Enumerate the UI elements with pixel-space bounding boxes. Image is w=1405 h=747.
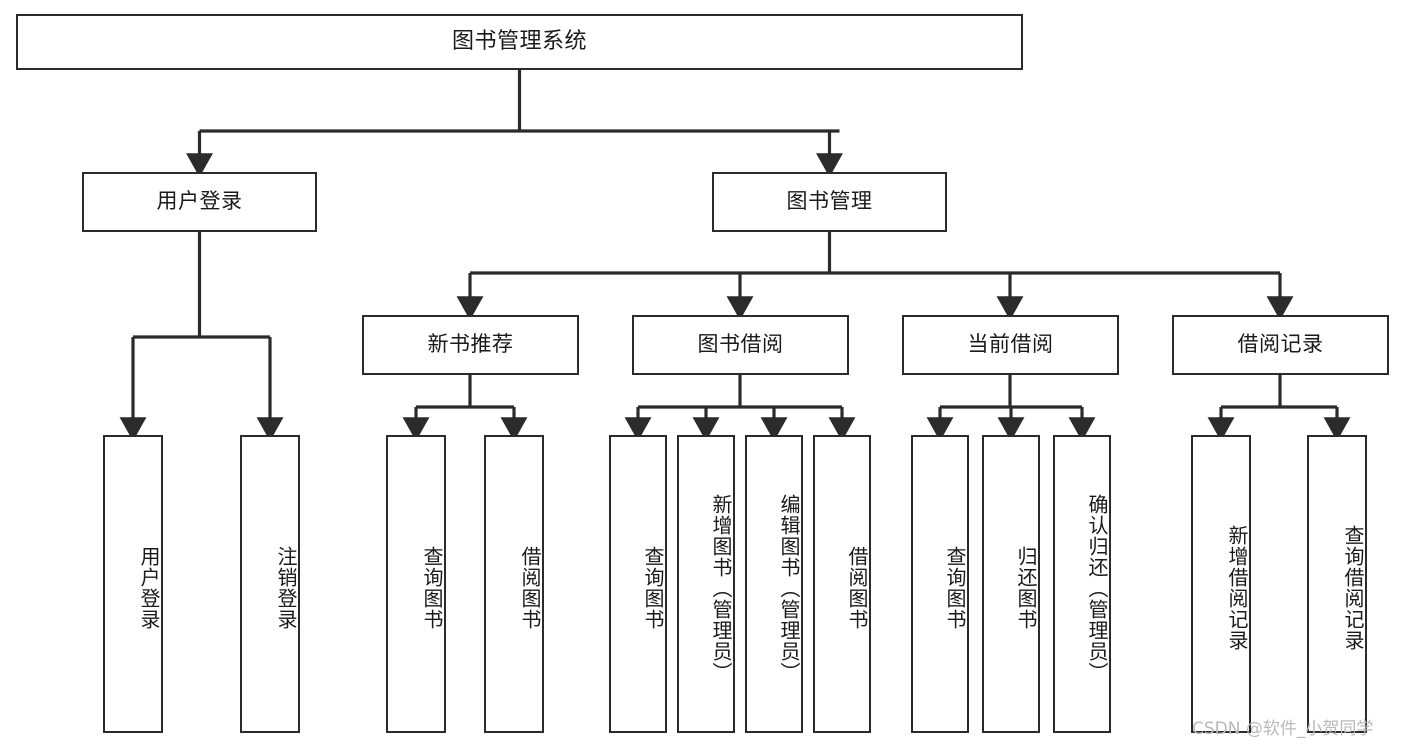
leaf-query-book-borrow-label: 查询图书 xyxy=(641,546,665,630)
node-user-login-label: 用户登录 xyxy=(156,189,243,214)
leaf-edit-book-admin-label: 编辑图书（管理员） xyxy=(777,493,801,683)
node-current-borrow[interactable]: 当前借阅 xyxy=(902,315,1119,375)
leaf-query-book-recommend-label: 查询图书 xyxy=(420,546,444,630)
node-borrow-record-label: 借阅记录 xyxy=(1237,332,1324,357)
node-book-management[interactable]: 图书管理 xyxy=(712,172,947,232)
leaf-add-borrow-record[interactable]: 新增借阅记录 xyxy=(1191,435,1251,733)
leaf-return-book-label: 归还图书 xyxy=(1014,546,1038,630)
leaf-query-book-recommend[interactable]: 查询图书 xyxy=(386,435,446,733)
leaf-user-login-label: 用户登录 xyxy=(137,546,161,630)
leaf-borrow-book[interactable]: 借阅图书 xyxy=(813,435,871,733)
leaf-borrow-book-recommend[interactable]: 借阅图书 xyxy=(484,435,544,733)
leaf-user-login[interactable]: 用户登录 xyxy=(103,435,163,733)
leaf-query-book-current[interactable]: 查询图书 xyxy=(911,435,969,733)
leaf-query-book-borrow[interactable]: 查询图书 xyxy=(609,435,667,733)
node-book-management-label: 图书管理 xyxy=(786,189,873,214)
node-current-borrow-label: 当前借阅 xyxy=(967,332,1054,357)
leaf-logout-login[interactable]: 注销登录 xyxy=(240,435,300,733)
leaf-return-book[interactable]: 归还图书 xyxy=(982,435,1040,733)
node-new-book-recommend[interactable]: 新书推荐 xyxy=(362,315,579,375)
leaf-logout-login-label: 注销登录 xyxy=(274,546,298,630)
node-borrow-record[interactable]: 借阅记录 xyxy=(1172,315,1389,375)
node-book-borrow[interactable]: 图书借阅 xyxy=(632,315,849,375)
leaf-add-book-admin[interactable]: 新增图书（管理员） xyxy=(677,435,735,733)
node-book-borrow-label: 图书借阅 xyxy=(697,332,784,357)
leaf-borrow-book-label: 借阅图书 xyxy=(845,546,869,630)
leaf-add-borrow-record-label: 新增借阅记录 xyxy=(1225,525,1249,651)
node-root[interactable]: 图书管理系统 xyxy=(16,14,1023,70)
node-new-book-recommend-label: 新书推荐 xyxy=(427,332,514,357)
watermark: CSDN @软件_小贺同学 xyxy=(1192,719,1374,739)
leaf-query-book-current-label: 查询图书 xyxy=(943,546,967,630)
node-root-label: 图书管理系统 xyxy=(451,28,587,54)
leaf-borrow-book-recommend-label: 借阅图书 xyxy=(518,546,542,630)
leaf-query-borrow-record-label: 查询借阅记录 xyxy=(1341,525,1365,651)
leaf-query-borrow-record[interactable]: 查询借阅记录 xyxy=(1307,435,1367,733)
leaf-add-book-admin-label: 新增图书（管理员） xyxy=(709,493,733,683)
node-user-login[interactable]: 用户登录 xyxy=(82,172,317,232)
leaf-confirm-return-admin[interactable]: 确认归还（管理员） xyxy=(1053,435,1111,733)
leaf-confirm-return-admin-label: 确认归还（管理员） xyxy=(1085,493,1109,683)
leaf-edit-book-admin[interactable]: 编辑图书（管理员） xyxy=(745,435,803,733)
